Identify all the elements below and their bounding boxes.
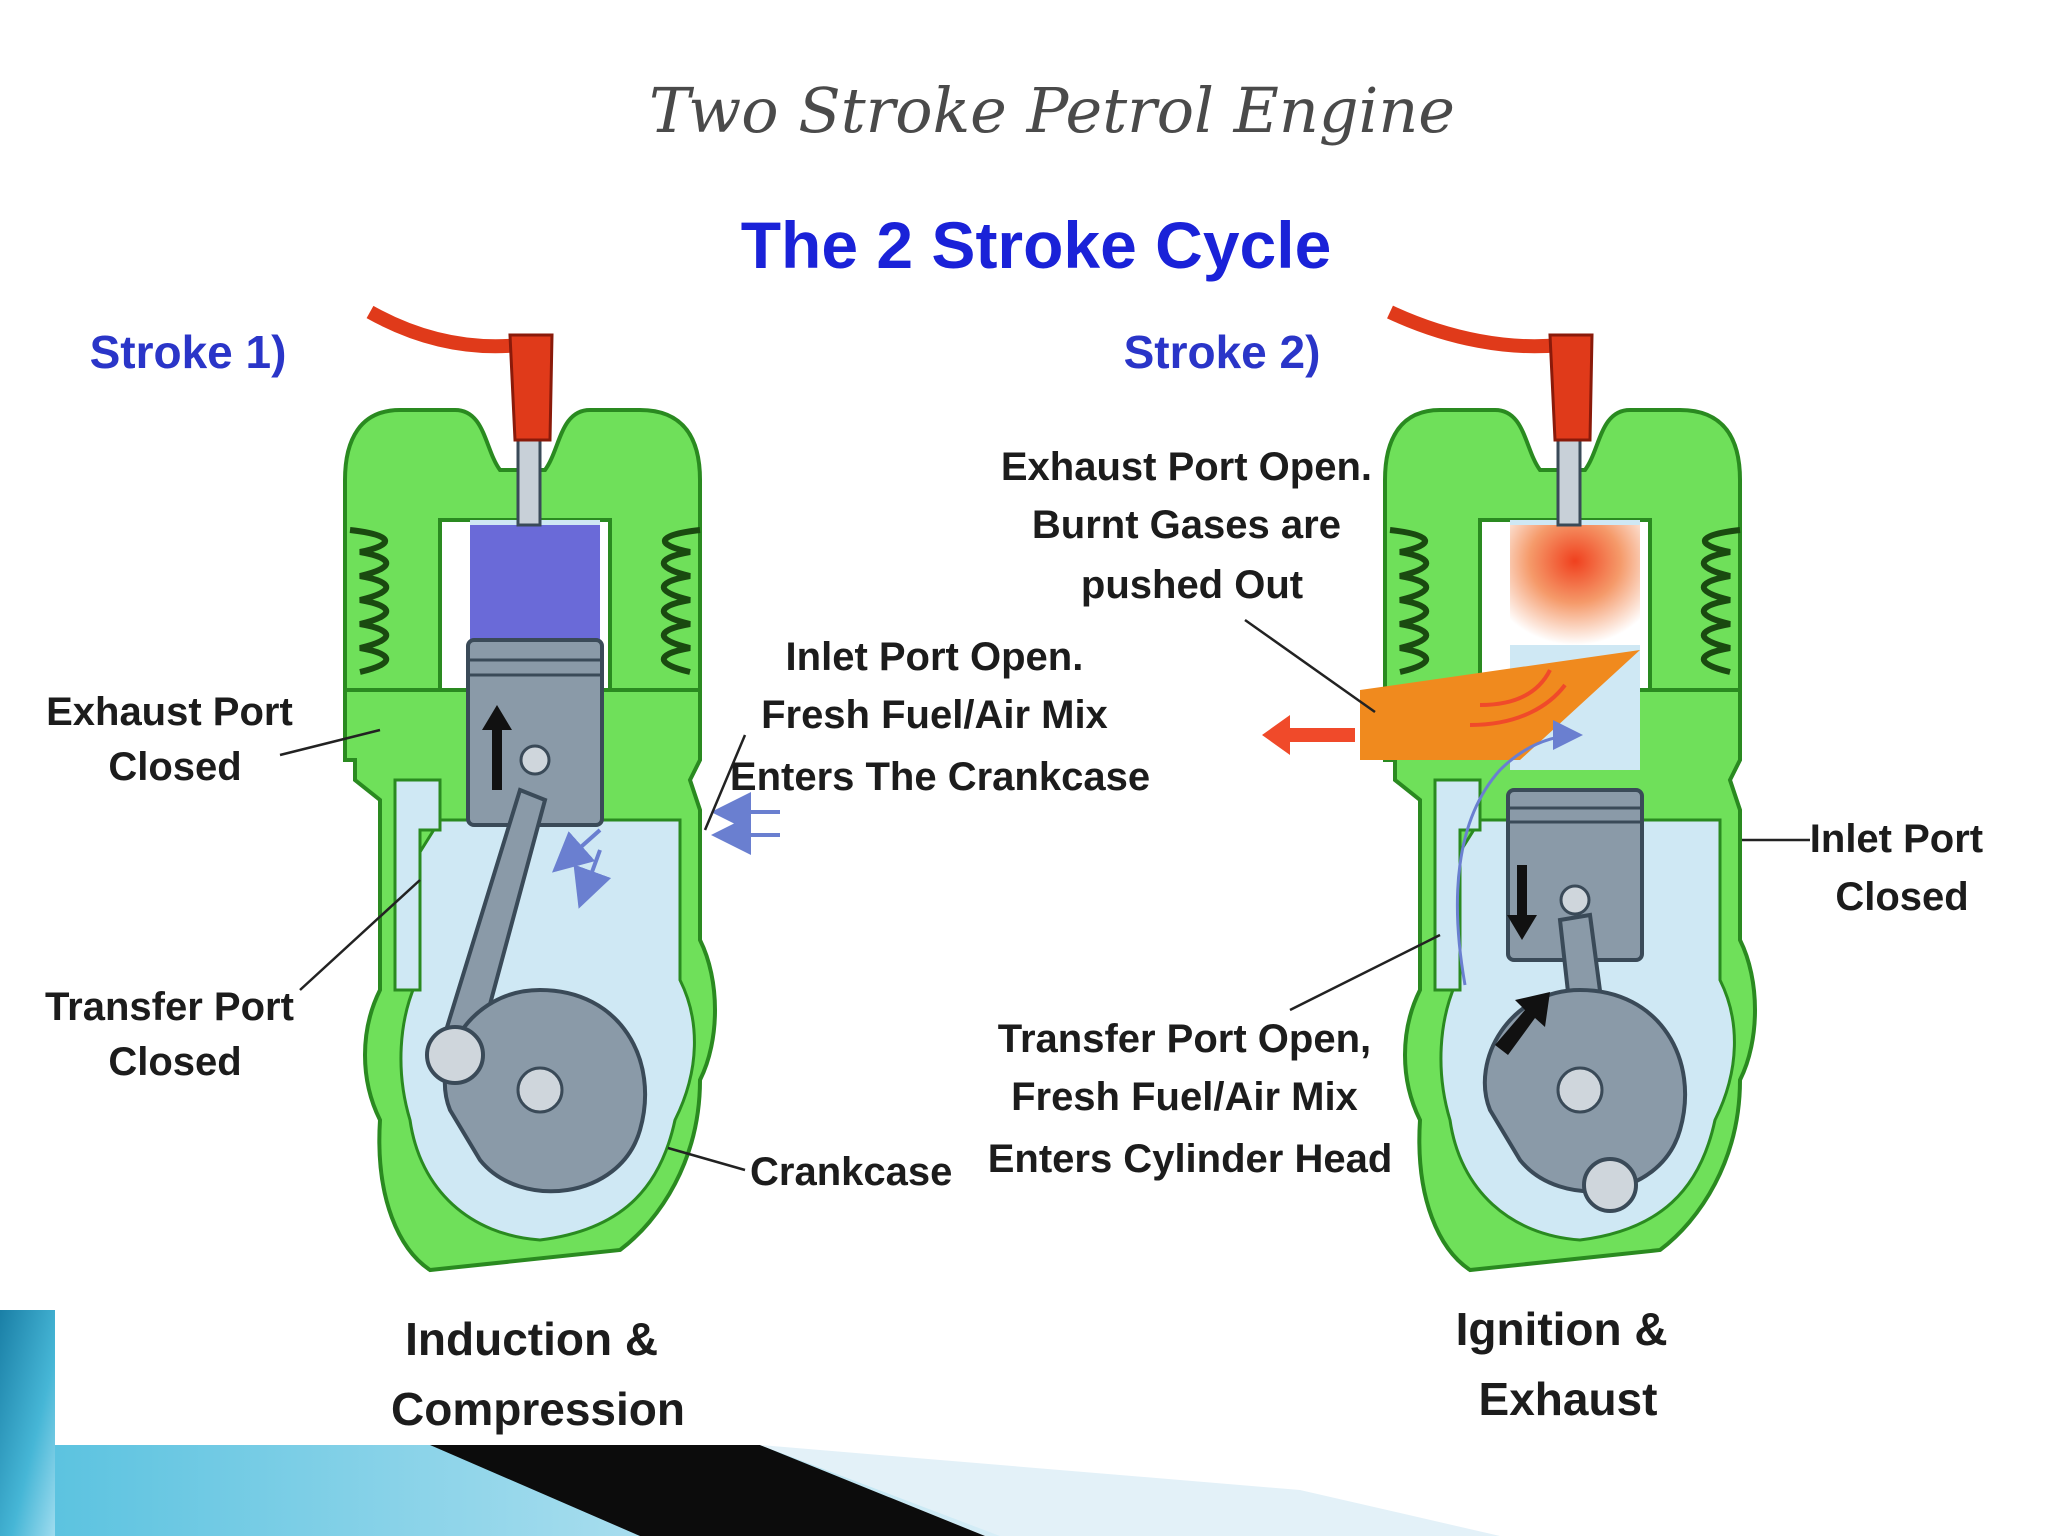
spark-plug bbox=[516, 438, 542, 527]
cylinder-head-body-2 bbox=[1383, 408, 1742, 692]
cooling-fins-left-2 bbox=[1389, 527, 1430, 675]
piston-down-arrow-icon bbox=[1507, 865, 1537, 940]
callout-exhaust-port-closed: Exhaust Port Closed bbox=[46, 690, 381, 789]
spark-lead-2 bbox=[1387, 305, 1561, 354]
spark-cap-2 bbox=[1548, 333, 1594, 442]
stroke-1-label: Stroke 1) bbox=[90, 326, 287, 378]
callout-inlet-port-closed: Inlet Port Closed bbox=[1742, 817, 1994, 919]
slide-title: Two Stroke Petrol Engine bbox=[649, 74, 1455, 147]
callout-exhaust-port-open: Exhaust Port Open. Burnt Gases are pushe… bbox=[1001, 445, 1383, 714]
svg-text:Inlet Port Open. Fresh F: Inlet Port Open. Fresh Fuel/Air Mix Ente… bbox=[730, 635, 1150, 799]
callout-crankcase: Crankcase bbox=[667, 1146, 952, 1194]
exhaust-arrow-icon bbox=[1262, 715, 1355, 755]
callout-inlet-port-open: Inlet Port Open. Fresh Fuel/Air Mix Ente… bbox=[703, 635, 1150, 831]
cylinder-head-body bbox=[343, 408, 702, 692]
svg-text:Transfer Port Open, Fres: Transfer Port Open, Fresh Fuel/Air Mix E… bbox=[988, 1017, 1393, 1181]
callout-transfer-port-open: Transfer Port Open, Fresh Fuel/Air Mix E… bbox=[988, 933, 1441, 1181]
piston-up-arrow-icon bbox=[482, 705, 512, 790]
spark-plug-2 bbox=[1556, 438, 1582, 527]
cooling-fins-left bbox=[349, 527, 390, 675]
cooling-fins-right-2 bbox=[1700, 527, 1741, 675]
spark-lead bbox=[366, 305, 521, 354]
stroke-2-label: Stroke 2) bbox=[1124, 326, 1321, 378]
svg-text:Exhaust Port Open. Burnt: Exhaust Port Open. Burnt Gases are pushe… bbox=[1001, 445, 1383, 607]
callout-transfer-port-closed: Transfer Port Closed bbox=[45, 879, 421, 1084]
gudgeon-pin bbox=[519, 744, 551, 776]
slide-ornament bbox=[0, 1310, 1500, 1536]
combustion-zone bbox=[1510, 525, 1640, 645]
svg-text:Crankcase: Crankcase bbox=[750, 1150, 952, 1194]
svg-text:Inlet Port Closed: Inlet Port Closed bbox=[1810, 817, 1994, 919]
stroke-2-caption: Ignition & Exhaust bbox=[1456, 1303, 1681, 1425]
diagram-title: The 2 Stroke Cycle bbox=[741, 208, 1332, 282]
svg-text:Exhaust Port Closed: Exhaust Port Closed bbox=[46, 690, 304, 789]
cooling-fins-right bbox=[660, 527, 701, 675]
stroke-1-caption: Induction & Compression bbox=[391, 1313, 685, 1435]
compressed-charge bbox=[470, 525, 600, 640]
transfer-passage bbox=[393, 778, 442, 992]
rotation-arrow-icon bbox=[1495, 992, 1550, 1055]
spark-cap bbox=[508, 333, 554, 442]
engine-stroke-1 bbox=[343, 305, 780, 1273]
svg-text:Transfer Port Closed: Transfer Port Closed bbox=[45, 985, 305, 1084]
engine-stroke-2 bbox=[1262, 305, 1757, 1273]
